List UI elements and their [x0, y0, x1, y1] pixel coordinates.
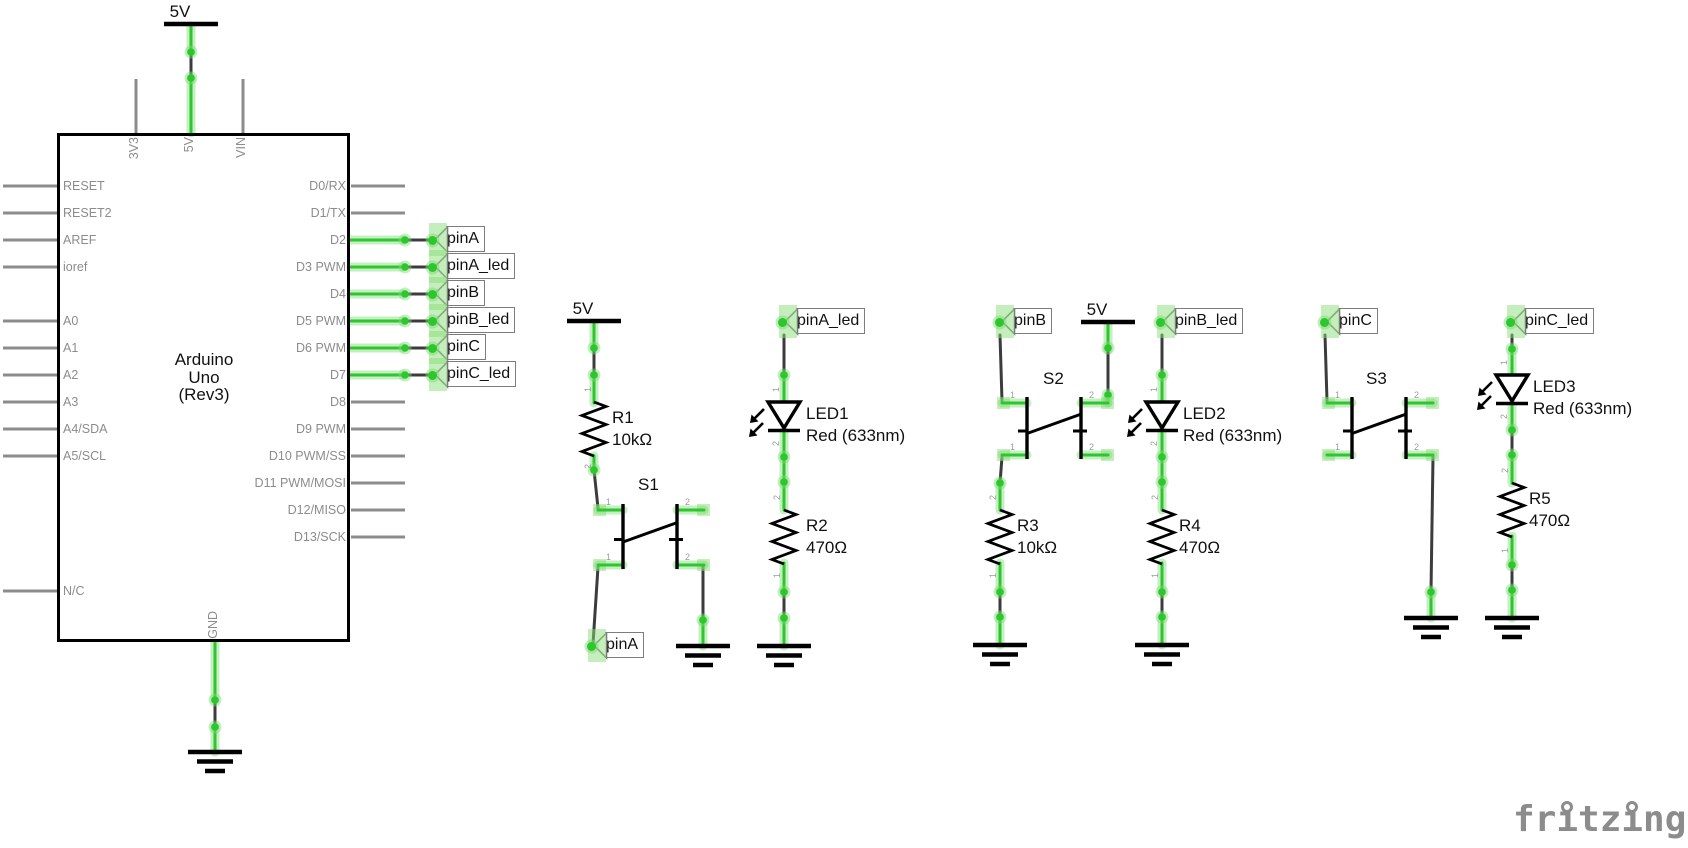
led-emission-arrowhead-icon: [1128, 414, 1137, 423]
led-emission-arrowhead-icon: [1127, 428, 1136, 437]
junction-dot[interactable]: [401, 290, 409, 298]
wire-segment[interactable]: [1429, 455, 1435, 594]
resistor-R1[interactable]: [578, 400, 610, 458]
junction-dot[interactable]: [1508, 561, 1516, 569]
junction-dot[interactable]: [1104, 391, 1112, 399]
junction-dot[interactable]: [1158, 478, 1166, 486]
led-emission-arrowhead-icon: [749, 428, 758, 437]
junction-dot[interactable]: [1508, 345, 1516, 353]
arduino-board[interactable]: [57, 133, 350, 642]
junction-dot[interactable]: [1158, 371, 1166, 379]
led-LED3[interactable]: [1492, 373, 1532, 405]
junction-dot[interactable]: [401, 371, 409, 379]
junction-dot[interactable]: [401, 236, 409, 244]
wire-segment[interactable]: [591, 565, 600, 646]
wire-segment[interactable]: [998, 333, 1004, 403]
junction-dot[interactable]: [187, 48, 195, 56]
junction-dot[interactable]: [780, 478, 788, 486]
junction-dot[interactable]: [780, 453, 788, 461]
junction-dot[interactable]: [1104, 344, 1112, 352]
junction-dot[interactable]: [699, 616, 707, 624]
led-emission-arrowhead-icon: [1478, 387, 1487, 396]
wire-segment[interactable]: [592, 468, 600, 510]
junction-dot[interactable]: [1158, 613, 1166, 621]
switch-actuator-S2[interactable]: [1026, 413, 1081, 435]
resistor-R3[interactable]: [984, 508, 1016, 566]
junction-dot[interactable]: [996, 613, 1004, 621]
junction-dot[interactable]: [401, 317, 409, 325]
junction-dot[interactable]: [780, 588, 788, 596]
junction-dot[interactable]: [780, 614, 788, 622]
switch-actuator-S1[interactable]: [622, 521, 677, 544]
junction-dot[interactable]: [996, 479, 1004, 487]
junction-dot[interactable]: [1427, 588, 1435, 596]
junction-dot[interactable]: [780, 371, 788, 379]
junction-dot[interactable]: [1158, 453, 1166, 461]
junction-dot[interactable]: [1508, 586, 1516, 594]
junction-dot[interactable]: [401, 263, 409, 271]
led-LED2[interactable]: [1142, 400, 1182, 432]
switch-actuator-S3[interactable]: [1351, 413, 1406, 435]
resistor-R2[interactable]: [768, 508, 800, 566]
resistor-R4[interactable]: [1146, 508, 1178, 566]
resistor-R5[interactable]: [1496, 481, 1528, 539]
junction-dot[interactable]: [1508, 426, 1516, 434]
led-emission-arrowhead-icon: [1477, 401, 1486, 410]
junction-dot[interactable]: [1508, 451, 1516, 459]
junction-dot[interactable]: [401, 344, 409, 352]
junction-dot[interactable]: [211, 723, 219, 731]
wire-segment[interactable]: [998, 455, 1004, 485]
wire-segment[interactable]: [1323, 333, 1329, 403]
junction-dot[interactable]: [211, 696, 219, 704]
junction-dot[interactable]: [590, 344, 598, 352]
junction-dot[interactable]: [187, 74, 195, 82]
junction-dot[interactable]: [1158, 588, 1166, 596]
led-emission-arrowhead-icon: [750, 414, 759, 423]
junction-dot[interactable]: [590, 466, 598, 474]
junction-dot[interactable]: [590, 371, 598, 379]
junction-dot[interactable]: [996, 588, 1004, 596]
led-LED1[interactable]: [764, 400, 804, 432]
